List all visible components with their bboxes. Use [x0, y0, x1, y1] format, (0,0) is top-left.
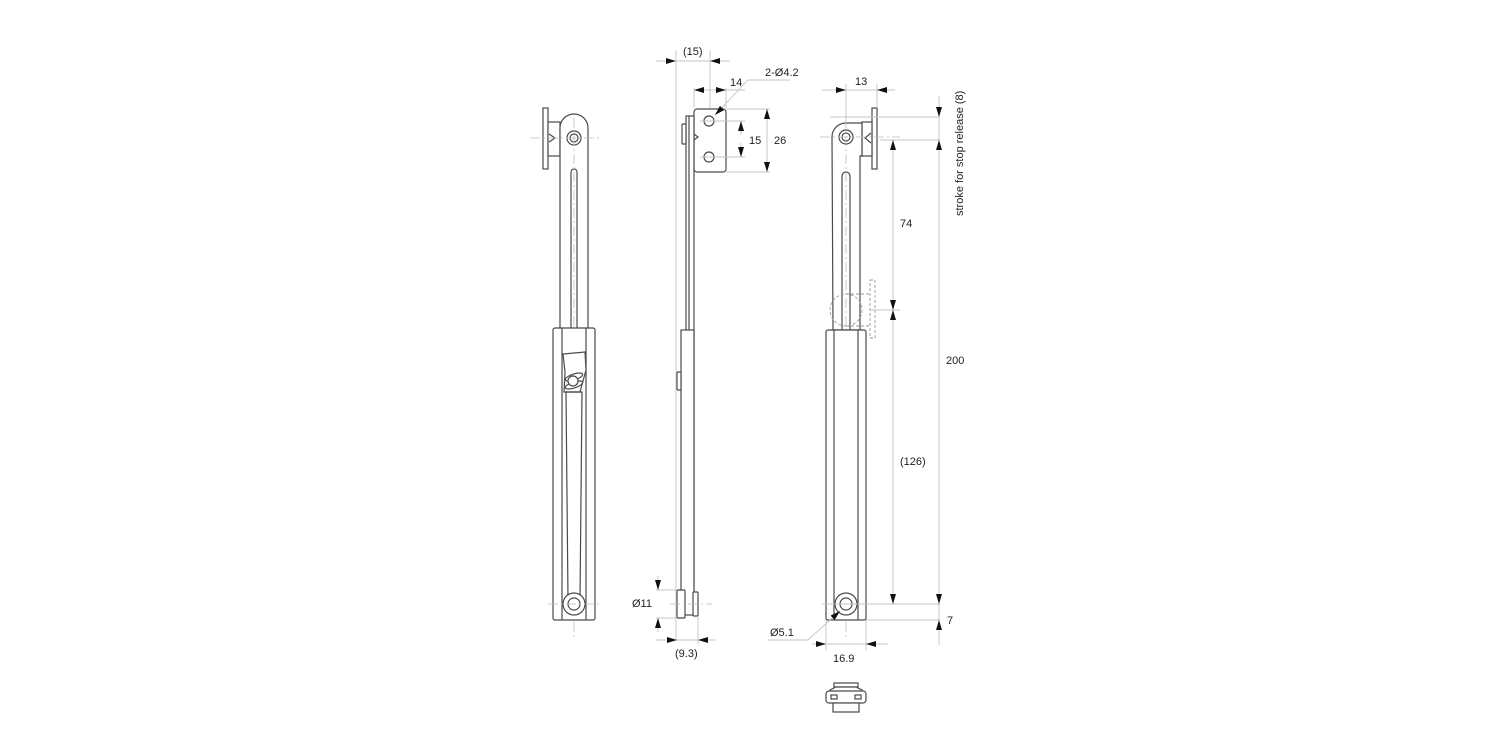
top-bracket [542, 107, 561, 170]
dim-bracket-width: 14 [730, 77, 742, 89]
dim-upper-length: 74 [900, 218, 912, 230]
lower-body [552, 327, 596, 621]
lock-mechanism [562, 351, 587, 601]
lower-body [825, 329, 867, 621]
dim-overall-length: 200 [946, 355, 964, 367]
dim-hole-spacing: 15 [749, 135, 761, 147]
dim-pivot-hole: Ø5.1 [770, 627, 794, 639]
side-view: (15) 14 2-Ø4.2 15 26 Ø11 (9.3) [632, 46, 799, 660]
dim-bottom-offset: 7 [947, 615, 953, 627]
dim-lower-length: (126) [900, 456, 926, 468]
dim-bottom-depth: (9.3) [675, 648, 698, 660]
dim-body-width: 16.9 [833, 653, 854, 665]
front-view-dimensioned: 13 74 (126) 200 7 stroke for stop releas… [768, 76, 966, 665]
dim-side-top-offset: (15) [683, 46, 703, 58]
dim-hole-spec: 2-Ø4.2 [765, 67, 799, 79]
dim-bottom-diameter: Ø11 [632, 598, 652, 610]
front-view-unlocked [530, 107, 600, 640]
bottom-view [825, 682, 867, 713]
dim-bracket-height: 26 [774, 135, 786, 147]
dim-front-top-width: 13 [855, 76, 867, 88]
lock-phantom-position [829, 279, 876, 339]
dim-stroke-label: stroke for stop release (8) [954, 91, 966, 216]
